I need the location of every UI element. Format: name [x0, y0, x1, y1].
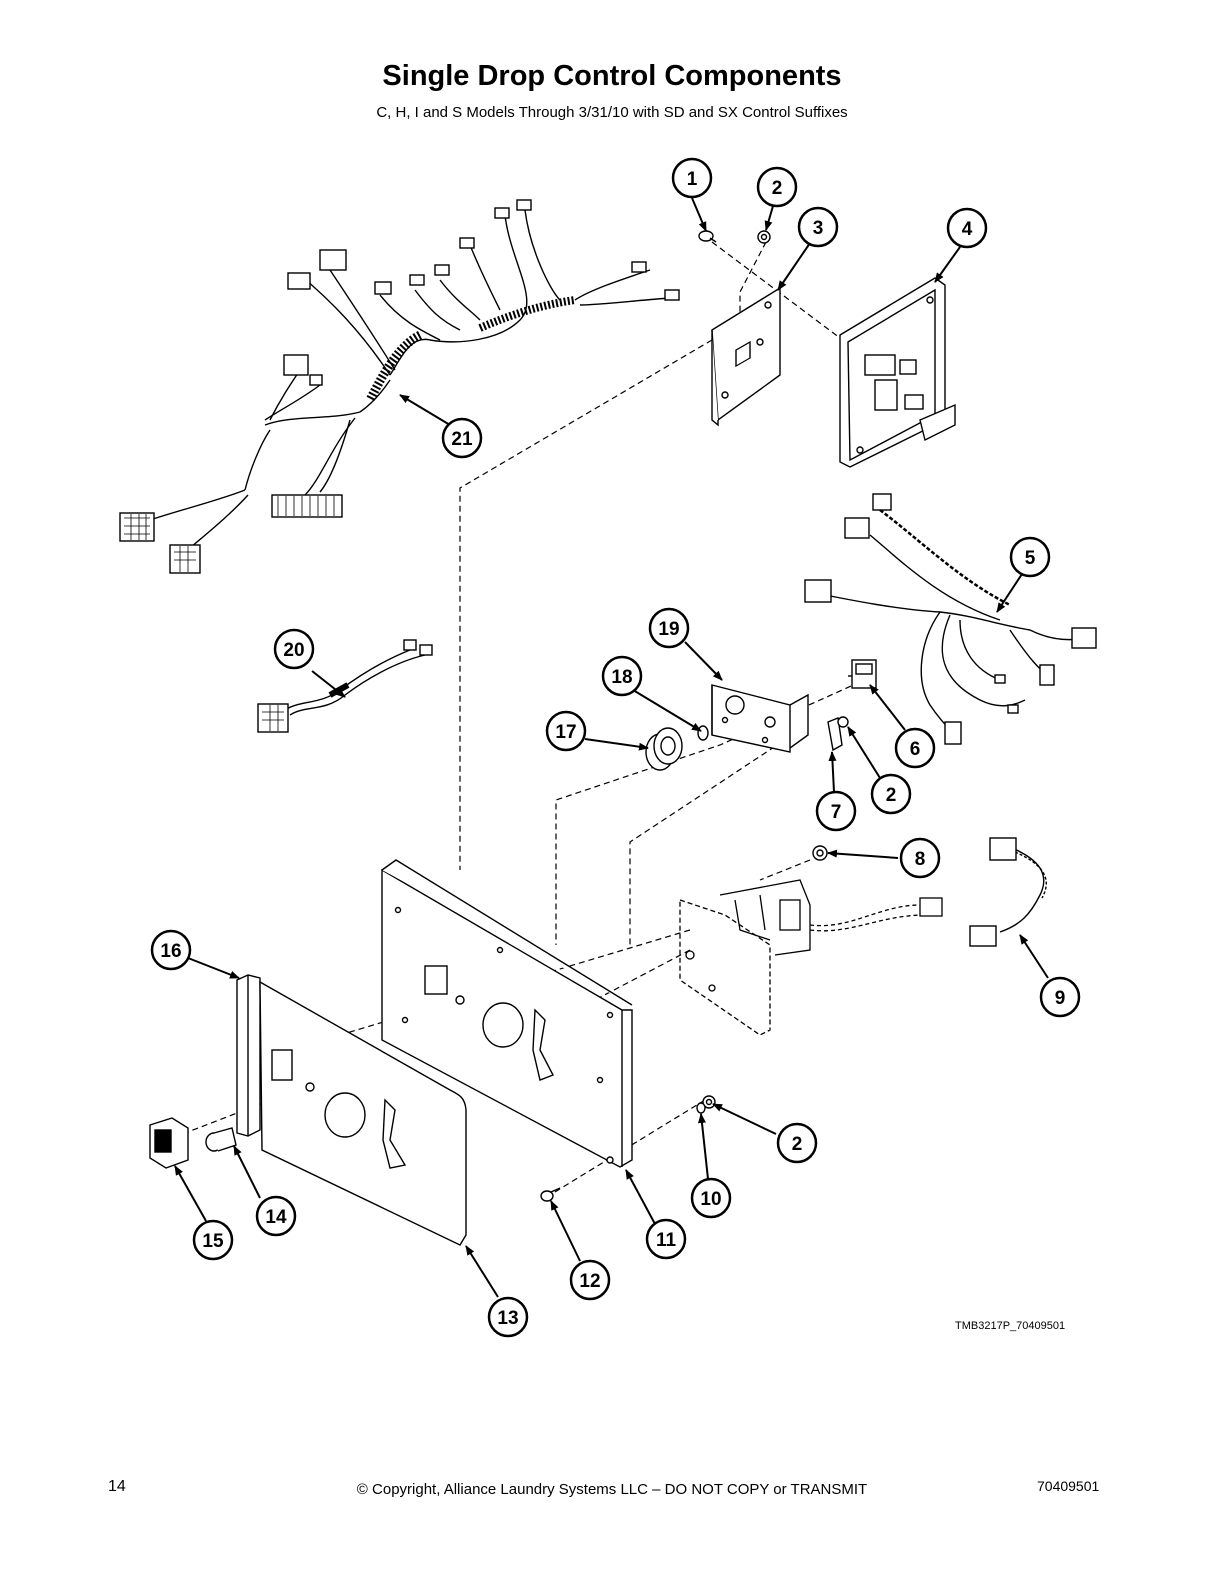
- footer-document-number: 70409501: [1037, 1478, 1100, 1494]
- callout-13: 13: [487, 1296, 529, 1338]
- svg-text:5: 5: [1025, 548, 1036, 569]
- svg-text:13: 13: [497, 1308, 518, 1329]
- callout-17: 17: [545, 710, 587, 752]
- knob-part-17: [645, 727, 683, 771]
- screw-part-1: [698, 230, 717, 243]
- svg-text:18: 18: [611, 667, 632, 688]
- wire-harness-part-9: [969, 837, 1047, 947]
- svg-text:8: 8: [915, 849, 926, 870]
- control-board-part-4: [839, 277, 956, 468]
- callout-20: 20: [273, 628, 315, 670]
- callout-12: 12: [569, 1259, 611, 1301]
- control-bracket-part-3: [711, 286, 781, 427]
- callout-18: 18: [601, 655, 643, 697]
- callout-2-bottom: 2: [776, 1122, 818, 1164]
- svg-text:14: 14: [265, 1207, 287, 1228]
- svg-text:21: 21: [451, 429, 473, 450]
- callout-6: 6: [894, 727, 936, 769]
- callout-4: 4: [946, 207, 988, 249]
- callout-19: 19: [648, 607, 690, 649]
- mounting-bracket-part-19: [711, 684, 809, 753]
- callout-21: 21: [441, 417, 483, 459]
- nut-part-2-bottom: [702, 1095, 716, 1109]
- main-wire-harness-part-21: [119, 199, 680, 574]
- callout-10: 10: [690, 1177, 732, 1219]
- page-title: Single Drop Control Components: [382, 60, 842, 92]
- callout-5: 5: [1009, 536, 1051, 578]
- nut-part-2-top: [757, 230, 771, 244]
- push-button-part-14: [205, 1127, 237, 1152]
- svg-text:4: 4: [962, 219, 973, 240]
- svg-text:10: 10: [700, 1189, 721, 1210]
- callout-2-top: 2: [756, 166, 798, 208]
- leader-lines: [174, 197, 1049, 1298]
- callout-1: 1: [671, 157, 713, 199]
- callout-8: 8: [899, 837, 941, 879]
- callout-7: 7: [815, 790, 857, 832]
- nut-part-2-mid: [837, 716, 849, 728]
- coin-drop-assembly: [679, 879, 943, 1036]
- footer-copyright: © Copyright, Alliance Laundry Systems LL…: [356, 1481, 868, 1498]
- svg-text:2: 2: [772, 178, 783, 199]
- washer-part-10: [696, 1102, 706, 1114]
- nut-part-8: [812, 845, 828, 861]
- svg-text:9: 9: [1055, 988, 1066, 1009]
- svg-text:2: 2: [886, 785, 897, 806]
- svg-text:15: 15: [202, 1231, 224, 1252]
- callout-11: 11: [645, 1218, 687, 1260]
- callouts: 1 2 3 4 5 6 2 7 8 9 2 10 11 12 13 14 15 …: [150, 157, 1081, 1338]
- svg-text:7: 7: [831, 802, 842, 823]
- callout-15: 15: [192, 1219, 234, 1261]
- control-panel-part-11: [381, 859, 633, 1168]
- wire-harness-part-5: [804, 493, 1097, 745]
- svg-text:6: 6: [910, 739, 921, 760]
- callout-9: 9: [1039, 976, 1081, 1018]
- callout-3: 3: [797, 206, 839, 248]
- footer-page-number: 14: [108, 1478, 126, 1495]
- callout-16: 16: [150, 929, 192, 971]
- svg-text:11: 11: [656, 1230, 677, 1251]
- callout-14: 14: [255, 1195, 297, 1237]
- svg-text:17: 17: [555, 722, 576, 743]
- svg-text:1: 1: [687, 169, 698, 190]
- gasket-part-16: [236, 974, 261, 1137]
- svg-text:19: 19: [658, 619, 679, 640]
- overlay-panel-part-13: [259, 980, 467, 1246]
- callout-2-mid: 2: [870, 773, 912, 815]
- svg-text:20: 20: [283, 640, 304, 661]
- svg-text:12: 12: [579, 1271, 600, 1292]
- screw-part-12: [540, 1187, 561, 1202]
- washer-part-18: [697, 725, 709, 741]
- drawing-id: TMB3217P_70409501: [955, 1320, 1066, 1332]
- clip-part-7: [827, 717, 843, 752]
- svg-text:2: 2: [792, 1134, 803, 1155]
- page-subtitle: C, H, I and S Models Through 3/31/10 wit…: [376, 104, 848, 121]
- svg-text:3: 3: [813, 218, 824, 239]
- rocker-switch-part-15: [149, 1117, 189, 1169]
- selector-switch-part-6: [848, 659, 877, 689]
- svg-text:16: 16: [160, 941, 181, 962]
